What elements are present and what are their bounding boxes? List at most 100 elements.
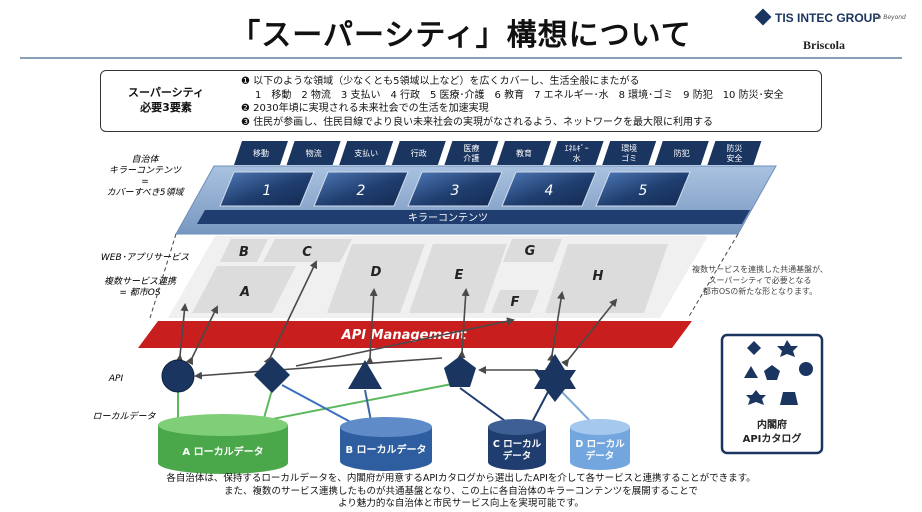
database-d: D ローカル データ	[570, 419, 630, 470]
arrow-diamond-f	[295, 317, 515, 367]
arrow-star-g	[547, 291, 565, 362]
side-label-killer-1: 自治体	[131, 154, 160, 165]
platform-guides	[149, 233, 739, 319]
api-catalog: 内閣府 APIカタログ	[720, 333, 824, 455]
domain-label-10-line1: 防災	[726, 143, 742, 153]
arrow-star-h	[561, 298, 618, 368]
catalog-triangle-icon	[744, 366, 758, 378]
database-a-body	[158, 425, 288, 474]
guide-right	[687, 233, 739, 319]
domain-label-8-line2: ゴミ	[621, 153, 637, 163]
domain-label-7-line2: 水	[573, 153, 581, 163]
domain-label-5-line1: 医療	[463, 143, 479, 153]
database-c-body	[488, 427, 546, 470]
database-c: C ローカル データ	[488, 419, 546, 470]
side-label-os-2: = 都市OS	[119, 287, 160, 298]
killer-tile-label-4: 4	[545, 183, 554, 199]
arrow-pentagon-circle	[194, 357, 443, 380]
service-label-h: H	[593, 269, 604, 284]
domain-tile-1	[234, 141, 288, 165]
platform-note-3: 都市OSの新たな形となります。	[703, 286, 817, 296]
domain-tile-3	[339, 141, 394, 165]
service-label-g: G	[525, 244, 536, 259]
requirement-2: ❷ 2030年頃に実現される未来社会での生活を加速実現	[241, 103, 489, 114]
service-label-e: E	[455, 268, 464, 283]
service-block-h	[545, 244, 668, 313]
bottom-line-3: より魅力的な自治体と市民サービス向上を実現可能です。	[338, 498, 584, 509]
service-platform: B C A D E G F H	[168, 236, 708, 318]
catalog-diamond-icon	[747, 341, 761, 355]
catalog-trapezoid-icon	[780, 392, 798, 405]
killer-tile-label-5: 5	[639, 183, 648, 199]
killer-tile-label-3: 3	[451, 183, 460, 199]
bottom-description: 各自治体は、保持するローカルデータを、内閣府が用意するAPIカタログから選出した…	[0, 473, 922, 511]
arrow-circle-a2	[185, 305, 218, 366]
service-label-f: F	[511, 295, 520, 310]
arrow-pentagon-e	[457, 288, 470, 359]
killer-bar	[197, 210, 750, 224]
catalog-star-icon	[777, 340, 798, 357]
api-management-label: API Management	[341, 328, 467, 343]
link-pentagon-a	[241, 383, 453, 426]
service-label-a: A	[239, 285, 250, 300]
domain-label-1-line1: 移動	[253, 148, 269, 158]
database-d-top	[570, 419, 630, 435]
database-a-top	[158, 414, 288, 436]
requirements-label: スーパーシティ 必要3要素	[111, 85, 221, 115]
database-a-label: A ローカルデータ	[182, 445, 263, 458]
domain-label-6-line1: 教育	[516, 148, 532, 158]
service-label-c: C	[302, 245, 312, 260]
domain-row: 移動物流支払い行政医療介護教育ｴﾈﾙｷﾞｰ水環境ゴミ防犯防災安全	[234, 141, 762, 165]
service-block-b	[220, 239, 268, 262]
logo-tagline: Go Beyond	[873, 14, 906, 21]
killer-tile-4	[501, 171, 597, 207]
domain-label-3-line1: 支払い	[354, 148, 378, 158]
domain-tile-4	[391, 141, 446, 165]
platform-note-2: スーパーシティで必要となる	[708, 275, 811, 285]
requirement-1-domains: 1 移動 2 物流 3 支払い 4 行政 5 医療･介護 6 教育 7 エネルギ…	[255, 89, 784, 101]
arrow-circle-a	[175, 303, 189, 363]
database-a: A ローカルデータ	[158, 414, 288, 474]
service-block-e	[409, 244, 507, 313]
link-star-c	[529, 389, 550, 427]
database-b-body	[340, 427, 432, 471]
side-labels: 自治体 キラーコンテンツ = カバーすべき5領域 WEB･アプリサービス 複数サ…	[92, 154, 189, 422]
killer-bar-label: キラーコンテンツ	[408, 212, 488, 224]
database-d-label-2: データ	[586, 450, 615, 462]
catalog-pentagon-icon	[764, 365, 780, 380]
killer-tile-label-1: 1	[263, 183, 272, 199]
domain-tile-5	[444, 141, 499, 165]
domain-label-5-line2: 介護	[463, 153, 479, 163]
guide-left	[149, 233, 177, 319]
service-label-b: B	[239, 245, 249, 260]
briscola-logo: Briscola	[803, 38, 845, 52]
killer-tile-2	[313, 171, 409, 207]
arrow-diamond-c	[263, 260, 318, 366]
service-arrows	[175, 260, 618, 380]
platform-note-1: 複数サービスを連携した共通基盤が、	[692, 264, 828, 274]
domain-label-4-line1: 行政	[411, 148, 427, 158]
service-block-g	[503, 239, 562, 262]
domain-tile-7	[549, 141, 604, 165]
requirements-list: ❶ 以下のような領域（少なくとも5領域以上など）を広くカバーし、生活全般にまたが…	[241, 75, 784, 129]
platform-note: 複数サービスを連携した共通基盤が、 スーパーシティで必要となる 都市OSの新たな…	[692, 264, 828, 296]
service-label-d: D	[371, 265, 382, 280]
api-management: API Management	[138, 321, 692, 348]
side-label-api: API	[108, 374, 124, 384]
domain-label-2-line1: 物流	[306, 148, 322, 158]
side-label-killer-3: =	[141, 177, 149, 187]
database-c-label-1: C ローカル	[493, 439, 542, 450]
api-catalog-label-1: 内閣府	[757, 418, 787, 431]
requirement-1: ❶ 以下のような領域（少なくとも5領域以上など）を広くカバーし、生活全般にまたが…	[241, 76, 640, 87]
catalog-hexstar-icon	[746, 390, 766, 405]
company-logo: TIS INTEC GROUP	[754, 8, 880, 26]
service-block-f	[491, 290, 539, 313]
api-shapes	[161, 354, 576, 402]
database-d-body	[570, 427, 630, 470]
database-b-top	[340, 417, 432, 437]
database-b-label: B ローカルデータ	[345, 443, 426, 456]
side-label-os-1: 複数サービス連携	[104, 276, 177, 287]
service-block-d	[327, 244, 425, 313]
